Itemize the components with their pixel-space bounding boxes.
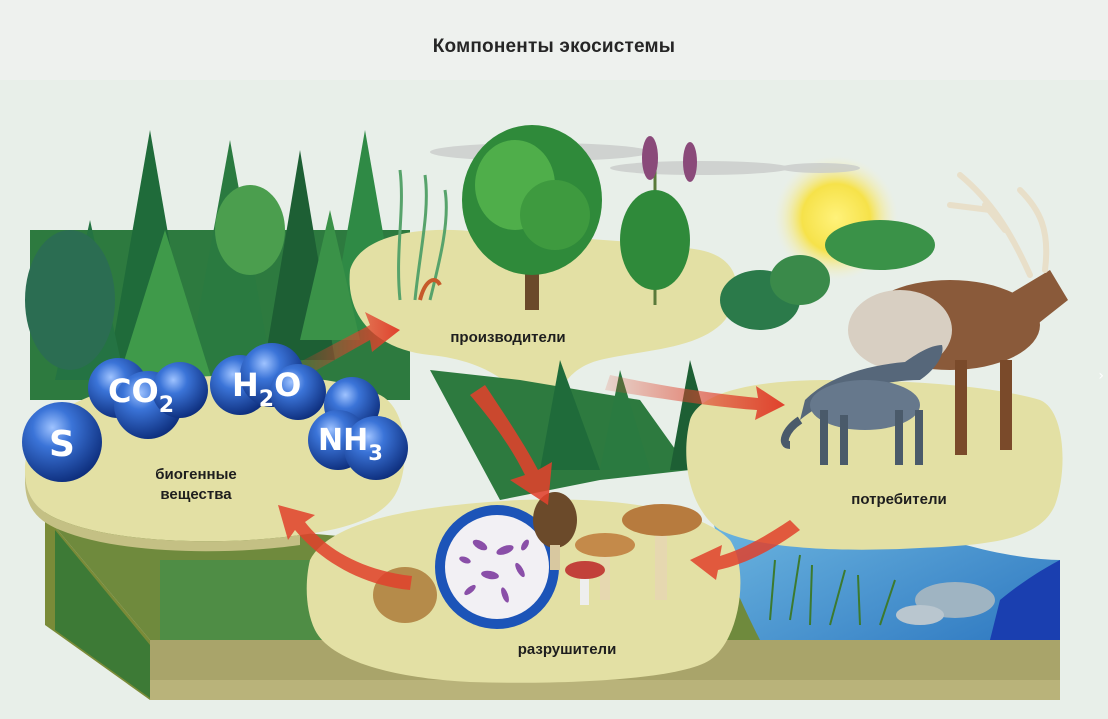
producers-label: производители xyxy=(450,329,565,346)
arrow-producers-to-consumers xyxy=(605,375,785,420)
arrow-consumers-to-decomposers xyxy=(690,520,800,580)
cycle-arrows xyxy=(278,312,800,590)
arrow-producers-to-decomposers xyxy=(470,385,552,505)
molecule-h2o: H2O xyxy=(210,343,326,420)
wolf xyxy=(780,345,943,465)
molecule-s: S xyxy=(22,402,102,482)
slide-title: Компоненты экосистемы xyxy=(432,36,676,57)
arrow-biogenic-to-producers xyxy=(300,312,400,375)
consumers-platform xyxy=(686,380,1063,550)
molecule-nh3: NH3 xyxy=(308,377,408,480)
co2-label: CO2 xyxy=(108,372,174,418)
biogenic-label-line1: биогенные xyxy=(155,466,237,483)
consumers-label: потребители xyxy=(851,491,946,508)
microscope-view xyxy=(435,505,559,629)
s-label: S xyxy=(49,424,75,465)
molecule-co2: CO2 xyxy=(88,358,208,439)
producer-plants xyxy=(397,125,697,310)
nh3-label: NH3 xyxy=(318,423,383,465)
decomposers-label: разрушители xyxy=(518,641,617,658)
mushrooms xyxy=(373,492,702,623)
h2o-label: H2O xyxy=(232,366,301,412)
biogenic-label-line2: вещества xyxy=(160,486,232,503)
chevron-right-icon[interactable]: › xyxy=(1098,368,1104,384)
arrow-decomposers-to-biogenic xyxy=(278,505,412,590)
